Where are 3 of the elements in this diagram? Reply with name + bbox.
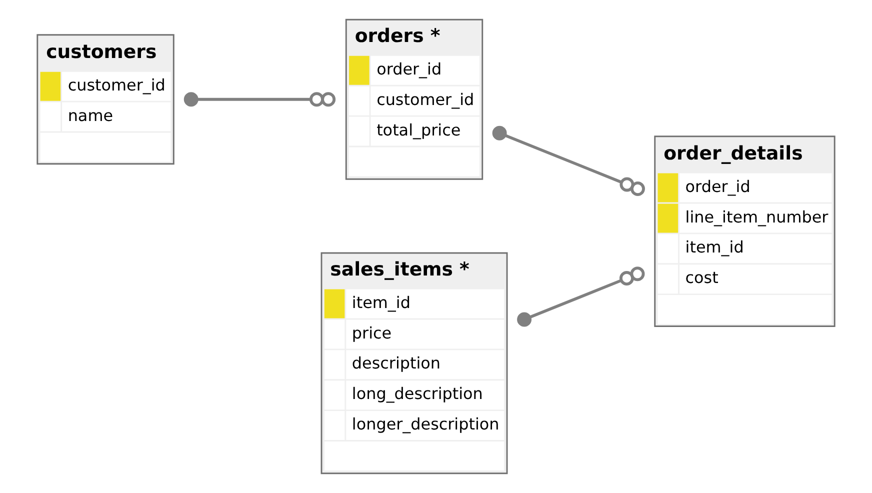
connector — [492, 126, 645, 196]
connector — [517, 266, 645, 327]
connector — [184, 92, 336, 107]
